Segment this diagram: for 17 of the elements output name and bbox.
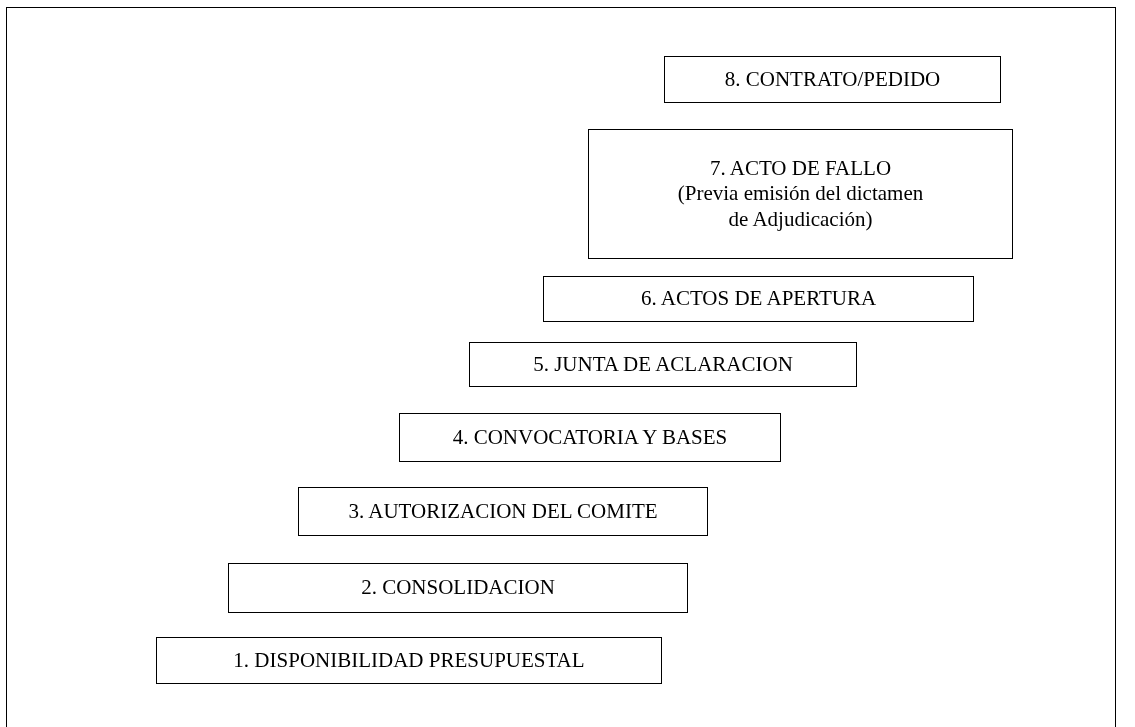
step-title: 7. ACTO DE FALLO (709, 156, 892, 182)
step-title: 5. JUNTA DE ACLARACION (533, 351, 793, 378)
step-title: 4. CONVOCATORIA Y BASES (452, 424, 728, 451)
step-note: (Previa emisión del dictamen de Adjudicación) (676, 181, 925, 232)
process-box (156, 637, 662, 684)
process-box (399, 413, 781, 462)
step-title: 6. ACTOS DE APERTURA (640, 286, 877, 312)
process-box (664, 56, 1001, 103)
step-title: 3. AUTORIZACION DEL COMITE (348, 498, 658, 525)
process-box (543, 276, 974, 322)
step-title: 8. CONTRATO/PEDIDO (724, 66, 941, 93)
process-box (298, 487, 708, 536)
step-title: 2. CONSOLIDACION (361, 575, 555, 601)
process-box (228, 563, 688, 613)
process-box (469, 342, 857, 387)
step-title: 1. DISPONIBILIDAD PRESUPUESTAL (233, 647, 585, 674)
process-box (588, 129, 1013, 259)
